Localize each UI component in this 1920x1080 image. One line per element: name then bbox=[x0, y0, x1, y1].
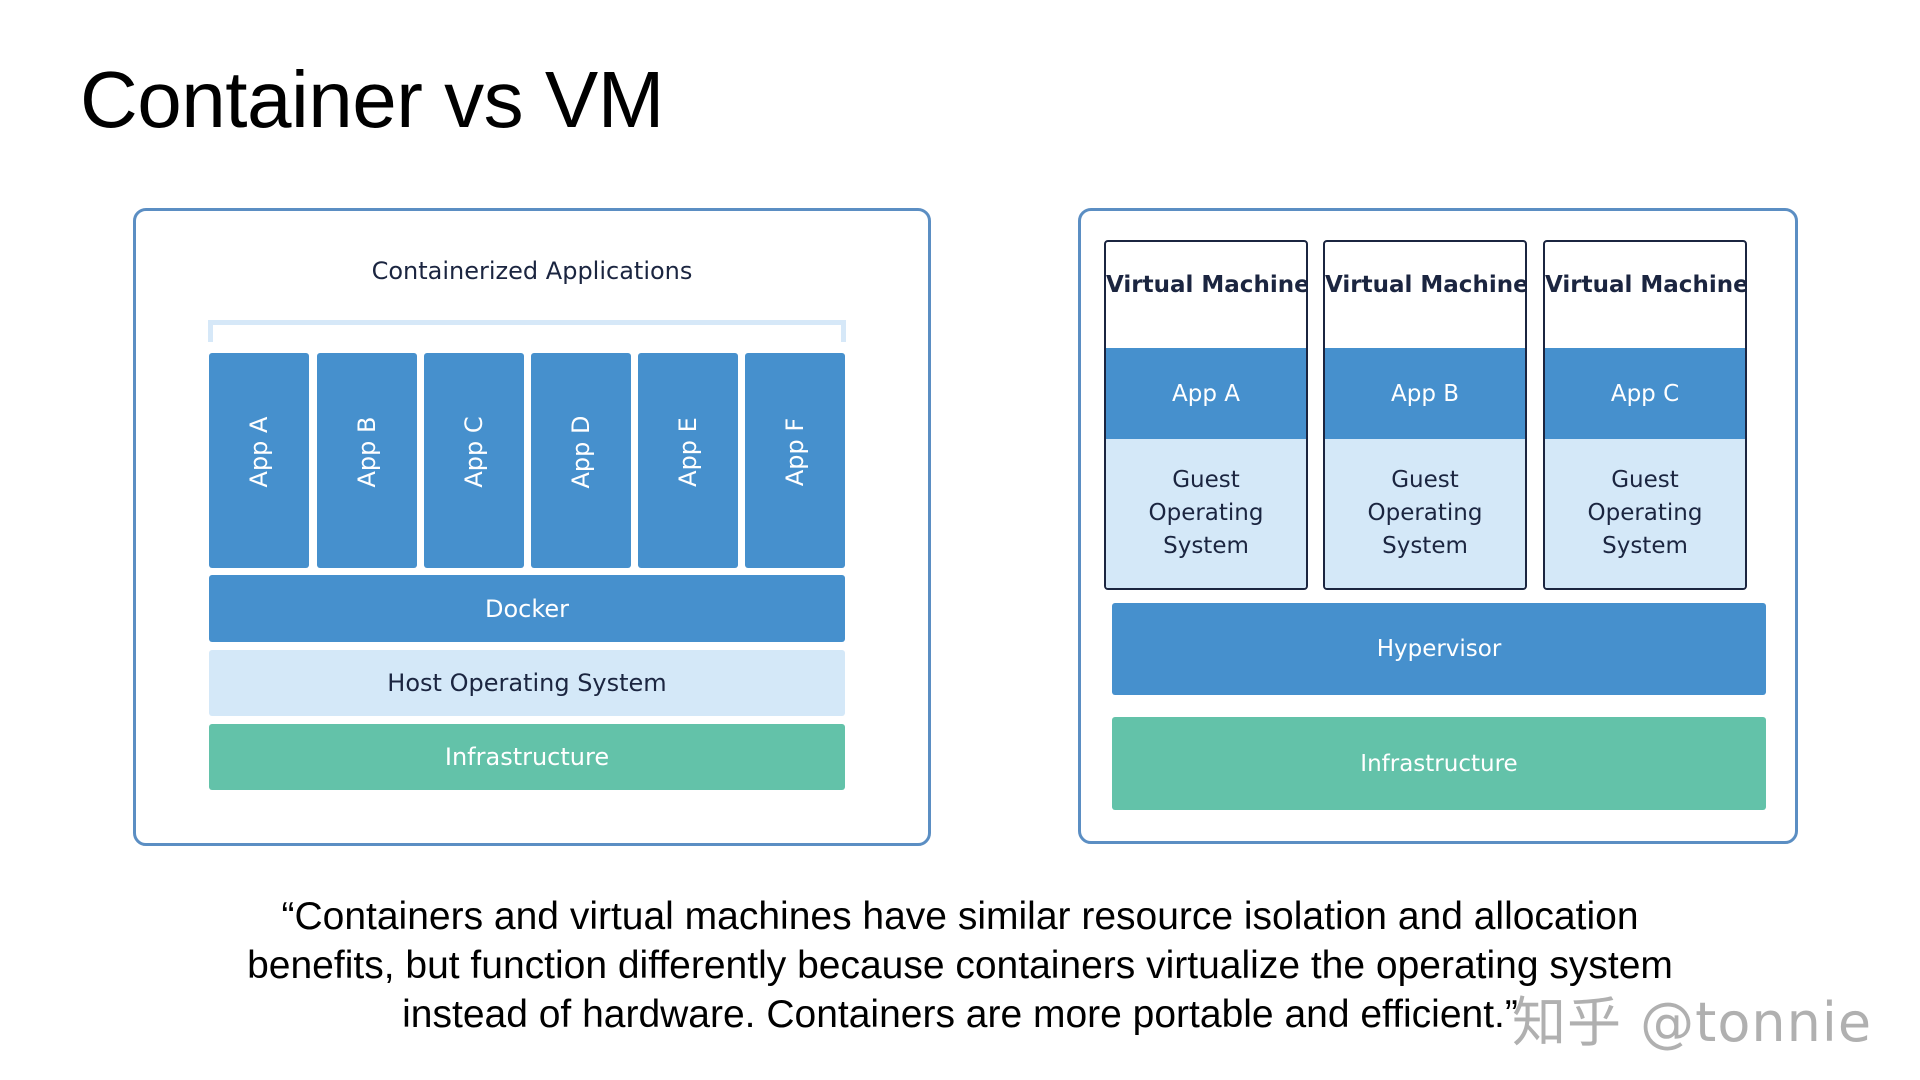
container-app-a: App A bbox=[209, 353, 309, 568]
app-label: App D bbox=[567, 415, 595, 489]
virtual-machine-c: Virtual Machine App C Guest Operating Sy… bbox=[1543, 240, 1747, 590]
app-label: App B bbox=[353, 416, 381, 488]
virtual-machine-a: Virtual Machine App A Guest Operating Sy… bbox=[1104, 240, 1308, 590]
app-label: App F bbox=[781, 417, 809, 487]
vm-infrastructure-layer: Infrastructure bbox=[1112, 717, 1766, 810]
app-label: App E bbox=[674, 417, 702, 487]
app-label: App C bbox=[460, 416, 488, 488]
guest-os: Guest Operating System bbox=[1106, 439, 1306, 588]
guest-os-line: Operating bbox=[1367, 500, 1483, 526]
vm-title: Virtual Machine bbox=[1106, 272, 1308, 298]
vm-app: App B bbox=[1325, 348, 1525, 439]
container-app-b: App B bbox=[317, 353, 417, 568]
vm-title: Virtual Machine bbox=[1325, 272, 1527, 298]
container-app-d: App D bbox=[531, 353, 631, 568]
guest-os-line: Operating bbox=[1587, 500, 1703, 526]
container-app-e: App E bbox=[638, 353, 738, 568]
docker-layer: Docker bbox=[209, 575, 845, 642]
vm-title: Virtual Machine bbox=[1545, 272, 1747, 298]
guest-os-line: System bbox=[1163, 533, 1249, 559]
container-app-f: App F bbox=[745, 353, 845, 568]
guest-os: Guest Operating System bbox=[1545, 439, 1745, 588]
guest-os-line: Guest bbox=[1172, 467, 1240, 493]
slide-title: Container vs VM bbox=[80, 55, 664, 144]
quote-line: instead of hardware. Containers are more… bbox=[402, 993, 1518, 1036]
vm-app: App C bbox=[1545, 348, 1745, 439]
watermark: 知乎 @tonnie bbox=[1512, 991, 1873, 1054]
guest-os: Guest Operating System bbox=[1325, 439, 1525, 588]
host-os-layer: Host Operating System bbox=[209, 650, 845, 716]
guest-os-line: Guest bbox=[1391, 467, 1459, 493]
guest-os-line: Operating bbox=[1148, 500, 1264, 526]
hypervisor-layer: Hypervisor bbox=[1112, 603, 1766, 695]
guest-os-line: System bbox=[1602, 533, 1688, 559]
container-app-c: App C bbox=[424, 353, 524, 568]
quote-line: benefits, but function differently becau… bbox=[247, 944, 1673, 987]
container-infrastructure-layer: Infrastructure bbox=[209, 724, 845, 790]
virtual-machine-b: Virtual Machine App B Guest Operating Sy… bbox=[1323, 240, 1527, 590]
containerized-applications-label: Containerized Applications bbox=[371, 257, 693, 285]
guest-os-line: Guest bbox=[1611, 467, 1679, 493]
guest-os-line: System bbox=[1382, 533, 1468, 559]
apps-bracket bbox=[208, 320, 846, 342]
quote-line: “Containers and virtual machines have si… bbox=[281, 895, 1639, 938]
quote-text: “Containers and virtual machines have si… bbox=[160, 892, 1760, 1039]
vm-app: App A bbox=[1106, 348, 1306, 439]
app-label: App A bbox=[245, 416, 273, 488]
